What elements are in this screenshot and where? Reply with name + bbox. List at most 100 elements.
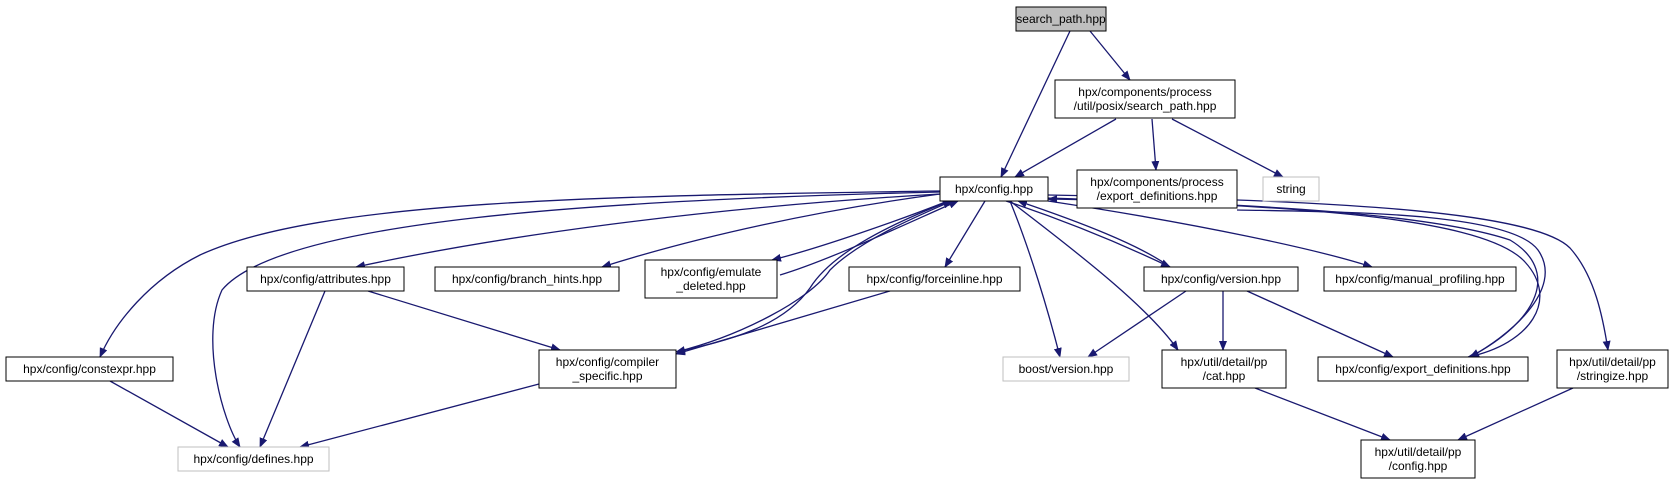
edge-line — [1000, 30, 1071, 178]
node-compiler_specific[interactable]: hpx/config/compiler_specific.hpp — [538, 349, 677, 389]
edge-search_path-to-config — [1000, 30, 1071, 178]
edge-line — [1089, 30, 1131, 81]
edge-line — [1246, 290, 1394, 358]
node-branch_hints[interactable]: hpx/config/branch_hints.hpp — [434, 266, 620, 292]
edge-line — [212, 191, 941, 448]
node-label: hpx/config/defines.hpp — [193, 452, 313, 466]
node-label: hpx/components/process — [1078, 85, 1211, 99]
nodes-layer: search_path.hpp hpx/components/process/ut… — [5, 6, 1669, 479]
node-box — [1054, 79, 1236, 119]
node-label: search_path.hpp — [1016, 12, 1106, 26]
edge-line — [1457, 387, 1574, 441]
node-label: hpx/config.hpp — [955, 182, 1033, 196]
node-label: hpx/config/forceinline.hpp — [866, 272, 1002, 286]
node-pp_cat[interactable]: hpx/util/detail/pp/cat.hpp — [1161, 349, 1287, 389]
node-manual_profiling[interactable]: hpx/config/manual_profiling.hpp — [1323, 266, 1517, 292]
edge-config-to-forceinline — [944, 200, 986, 268]
edge-line — [355, 193, 941, 270]
node-export_definitions[interactable]: hpx/config/export_definitions.hpp — [1317, 356, 1529, 382]
node-box — [1556, 349, 1669, 389]
edge-line — [1047, 200, 1373, 269]
node-box — [1323, 266, 1517, 292]
node-label: /cat.hpp — [1203, 369, 1246, 383]
edge-attributes-to-defines — [259, 290, 326, 448]
edge-line — [944, 200, 986, 268]
node-label: hpx/config/manual_profiling.hpp — [1335, 272, 1505, 286]
node-pp_stringize[interactable]: hpx/util/detail/pp/stringize.hpp — [1556, 349, 1669, 389]
node-label: boost/version.hpp — [1019, 362, 1114, 376]
node-attributes[interactable]: hpx/config/attributes.hpp — [246, 266, 405, 292]
node-box — [848, 266, 1021, 292]
edge-version-to-export_definitions — [1246, 290, 1394, 358]
node-boost_version: boost/version.hpp — [1002, 356, 1130, 382]
edge-line — [1087, 290, 1187, 358]
edge-comp_search_path-to-string — [1171, 118, 1284, 178]
edge-version-to-boost_version — [1087, 290, 1187, 358]
node-box — [939, 176, 1049, 202]
edge-line — [367, 290, 561, 352]
node-box — [1161, 349, 1287, 389]
node-forceinline[interactable]: hpx/config/forceinline.hpp — [848, 266, 1021, 292]
edge-line — [1151, 118, 1160, 171]
edge-line — [1254, 387, 1391, 441]
edge-version-to-config — [1017, 200, 1171, 268]
node-box — [538, 349, 677, 389]
node-box — [1143, 266, 1299, 292]
node-label: hpx/config/attributes.hpp — [260, 272, 391, 286]
edge-config-to-attributes — [355, 193, 941, 270]
edge-line — [259, 290, 326, 448]
node-constexpr[interactable]: hpx/config/constexpr.hpp — [5, 356, 174, 382]
node-box — [644, 259, 778, 299]
node-label: hpx/config/constexpr.hpp — [23, 362, 156, 376]
node-label: hpx/config/version.hpp — [1161, 272, 1281, 286]
node-box — [1076, 169, 1238, 209]
edge-line — [1005, 200, 1171, 268]
node-box — [434, 266, 620, 292]
node-box — [1317, 356, 1529, 382]
edge-config-to-emulate_deleted — [771, 200, 949, 262]
edge-line — [99, 190, 941, 358]
node-label: hpx/util/detail/pp — [1375, 445, 1462, 459]
edge-line — [675, 200, 953, 353]
edge-comp_search_path-to-comp_export — [1151, 118, 1160, 171]
node-box — [1002, 356, 1130, 382]
node-version[interactable]: hpx/config/version.hpp — [1143, 266, 1299, 292]
node-comp_export[interactable]: hpx/components/process/export_definition… — [1076, 169, 1238, 209]
node-label: hpx/config/emulate — [661, 265, 762, 279]
node-config[interactable]: hpx/config.hpp — [939, 176, 1049, 202]
edge-line — [1009, 200, 1062, 358]
edge-attributes-to-compiler_specific — [367, 290, 561, 352]
node-search_path: search_path.hpp — [1015, 6, 1107, 32]
node-label: hpx/util/detail/pp — [1569, 355, 1656, 369]
node-label: /config.hpp — [1389, 459, 1448, 473]
edge-line — [109, 380, 229, 448]
node-comp_search_path[interactable]: hpx/components/process/util/posix/search… — [1054, 79, 1236, 119]
edge-line — [299, 383, 540, 449]
node-box — [1360, 439, 1476, 479]
edge-constexpr-to-defines — [109, 380, 229, 448]
edge-line — [1014, 118, 1117, 178]
node-string: string — [1262, 176, 1320, 202]
edge-line — [771, 200, 949, 262]
node-label: hpx/config/export_definitions.hpp — [1335, 362, 1511, 376]
edge-line — [1017, 200, 1171, 268]
node-box — [177, 446, 330, 472]
node-label: hpx/config/branch_hints.hpp — [452, 272, 602, 286]
edge-config-to-defines — [212, 191, 941, 448]
edge-line — [1171, 118, 1284, 178]
node-label: hpx/util/detail/pp — [1181, 355, 1268, 369]
edge-config-to-boost_version — [1009, 200, 1062, 358]
edge-compiler_specific-to-config — [675, 200, 953, 353]
node-box — [1015, 6, 1107, 32]
node-box — [5, 356, 174, 382]
edge-search_path-to-comp_search_path — [1089, 30, 1131, 81]
node-emulate_deleted[interactable]: hpx/config/emulate_deleted.hpp — [644, 259, 778, 299]
node-box — [246, 266, 405, 292]
edge-config-to-version — [1005, 200, 1171, 268]
node-label: hpx/components/process — [1090, 175, 1223, 189]
node-defines: hpx/config/defines.hpp — [177, 446, 330, 472]
edge-line — [601, 193, 941, 269]
node-pp_config[interactable]: hpx/util/detail/pp/config.hpp — [1360, 439, 1476, 479]
edge-config-to-constexpr — [99, 190, 941, 358]
node-label: /util/posix/search_path.hpp — [1074, 99, 1217, 113]
